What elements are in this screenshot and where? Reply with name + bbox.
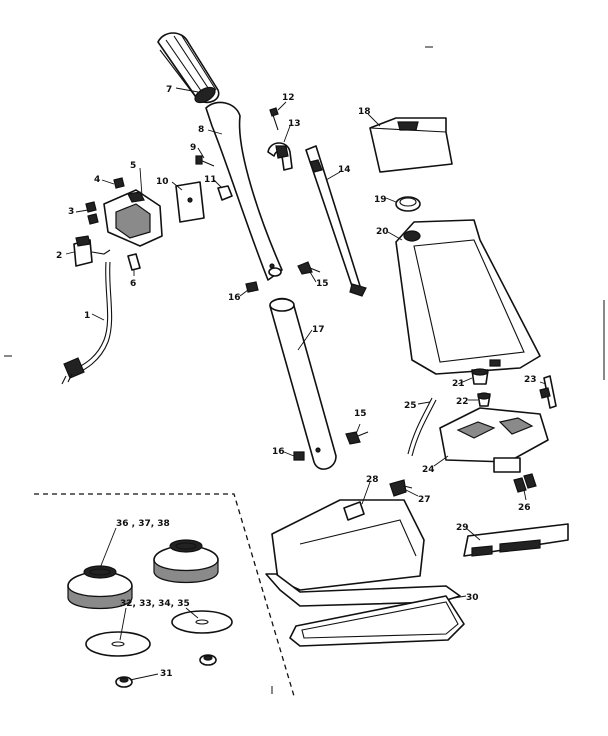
part-12-pin xyxy=(269,107,279,131)
part-36-37-38-brush-right xyxy=(153,539,219,584)
part-23-clip xyxy=(539,375,557,409)
label-21: 21 xyxy=(452,379,465,389)
part-2-switch xyxy=(73,235,111,267)
part-32-35-pad-left xyxy=(85,631,151,657)
part-3-screws xyxy=(85,201,99,225)
part-20-solution-tank xyxy=(395,219,541,375)
label-12: 12 xyxy=(282,93,295,103)
part-24-pump-housing xyxy=(439,407,549,473)
leader-lines xyxy=(65,87,547,681)
part-5-bracket xyxy=(103,189,163,247)
part-number-labels: 1 2 3 4 5 6 7 8 9 10 11 12 13 14 15 15 1… xyxy=(56,85,537,679)
part-1-power-cord xyxy=(61,261,113,385)
part-16-screw-upper xyxy=(245,281,259,293)
part-32-35-pad-right xyxy=(171,610,233,634)
part-36-37-38-brush-left xyxy=(67,565,133,610)
label-26: 26 xyxy=(518,503,531,513)
part-29-splash-plate xyxy=(463,523,569,557)
brush-set-enclosure xyxy=(34,493,295,697)
label-9: 9 xyxy=(190,143,196,153)
part-8-upper-handle-tube xyxy=(205,101,283,281)
part-31-pad-holders xyxy=(115,654,217,688)
label-28: 28 xyxy=(366,475,379,485)
label-16-lower: 16 xyxy=(272,447,285,457)
label-18: 18 xyxy=(358,107,371,117)
label-7: 7 xyxy=(166,85,172,95)
part-9-screw xyxy=(195,155,215,167)
label-1: 1 xyxy=(84,311,90,321)
label-29: 29 xyxy=(456,523,469,533)
part-10-plate xyxy=(175,181,205,223)
label-10: 10 xyxy=(156,177,169,187)
label-2: 2 xyxy=(56,251,62,261)
part-7-handle-grip xyxy=(157,32,220,104)
label-23: 23 xyxy=(524,375,537,385)
label-36-38: 36 , 37, 38 xyxy=(116,519,170,529)
part-4-screw xyxy=(113,177,125,189)
label-25: 25 xyxy=(404,401,417,411)
part-22-nozzle xyxy=(477,392,491,407)
label-3: 3 xyxy=(68,207,74,217)
part-28-motor-hood xyxy=(271,499,425,591)
part-27-connector xyxy=(389,479,413,497)
label-31: 31 xyxy=(160,669,173,679)
label-30: 30 xyxy=(466,593,479,603)
label-13: 13 xyxy=(288,119,301,129)
label-24: 24 xyxy=(422,465,435,475)
label-20: 20 xyxy=(376,227,389,237)
label-6: 6 xyxy=(130,279,136,289)
label-14: 14 xyxy=(338,165,351,175)
part-21-valve xyxy=(471,368,489,385)
registration-marks xyxy=(4,46,605,380)
label-15-lower: 15 xyxy=(354,409,367,419)
part-30-base-tray xyxy=(265,573,465,647)
label-19: 19 xyxy=(374,195,387,205)
part-14-support-rod xyxy=(305,145,367,297)
label-15-upper: 15 xyxy=(316,279,329,289)
part-15-screw-upper xyxy=(297,261,321,275)
part-19-plug xyxy=(395,196,421,212)
part-18-tank-cover xyxy=(369,117,453,173)
part-17-lower-handle-tube xyxy=(269,297,337,470)
part-6-grommet xyxy=(127,253,141,271)
label-16-upper: 16 xyxy=(228,293,241,303)
label-17: 17 xyxy=(312,325,325,335)
part-26-screws xyxy=(513,473,537,493)
label-22: 22 xyxy=(456,397,469,407)
part-15-screw-lower xyxy=(345,431,369,445)
label-4: 4 xyxy=(94,175,100,185)
label-5: 5 xyxy=(130,161,136,171)
label-8: 8 xyxy=(198,125,204,135)
part-16-screw-lower xyxy=(293,451,305,461)
label-32-35: 32, 33, 34, 35 xyxy=(120,599,190,609)
part-13-cord-clip xyxy=(267,142,293,171)
label-11: 11 xyxy=(204,175,217,185)
label-27: 27 xyxy=(418,495,431,505)
part-11-nut xyxy=(217,185,233,201)
